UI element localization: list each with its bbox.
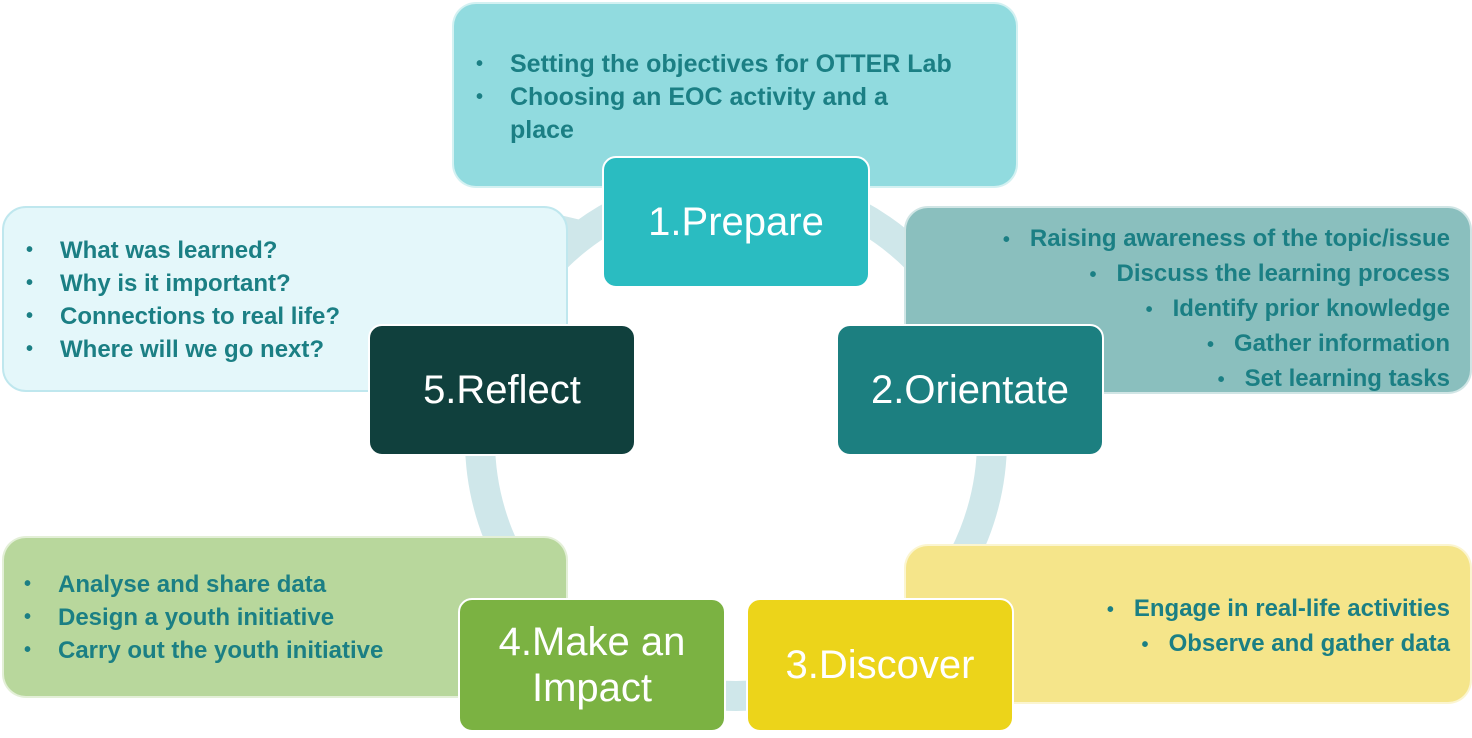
list-item: Where will we go next? (24, 333, 546, 366)
list-item: Why is it important? (24, 267, 546, 300)
reflect-bullet-list: What was learned? Why is it important? C… (24, 234, 546, 366)
list-item: Choosing an EOC activity and a place (474, 81, 950, 147)
reflect-info-box: What was learned? Why is it important? C… (2, 206, 568, 392)
cycle-arrowhead-icon (560, 215, 602, 262)
impact-bullet-list: Analyse and share data Design a youth in… (22, 568, 546, 667)
discover-bullet-list: •Engage in real-life activities •Observe… (916, 592, 1450, 662)
bullet-icon: • (1141, 634, 1149, 656)
step-make-an-impact: 4.Make an Impact (458, 598, 726, 732)
bullet-icon: • (1106, 599, 1114, 621)
prepare-bullet-list: Setting the objectives for OTTER Lab Cho… (474, 48, 996, 147)
bullet-icon: • (1206, 334, 1214, 356)
bullet-icon: • (1145, 299, 1153, 321)
step-discover: 3.Discover (746, 598, 1014, 732)
list-item: •Raising awareness of the topic/issue (1002, 225, 1450, 252)
list-item: •Engage in real-life activities (1106, 595, 1450, 622)
list-item: •Gather information (1206, 330, 1450, 357)
list-item: Setting the objectives for OTTER Lab (474, 48, 996, 81)
list-item: Carry out the youth initiative (22, 634, 546, 667)
list-item: •Set learning tasks (1217, 365, 1450, 392)
bullet-icon: • (1217, 369, 1225, 391)
step-prepare: 1.Prepare (602, 156, 870, 288)
list-item: What was learned? (24, 234, 546, 267)
list-item: •Observe and gather data (1141, 630, 1450, 657)
list-item: Design a youth initiative (22, 601, 546, 634)
orientate-bullet-list: •Raising awareness of the topic/issue •D… (916, 222, 1450, 397)
list-item: •Discuss the learning process (1089, 260, 1450, 287)
bullet-icon: • (1089, 264, 1097, 286)
step-orientate: 2.Orientate (836, 324, 1104, 456)
list-item: Analyse and share data (22, 568, 546, 601)
list-item: •Identify prior knowledge (1145, 295, 1450, 322)
bullet-icon: • (1002, 229, 1010, 251)
list-item: Connections to real life? (24, 300, 546, 333)
step-reflect: 5.Reflect (368, 324, 636, 456)
